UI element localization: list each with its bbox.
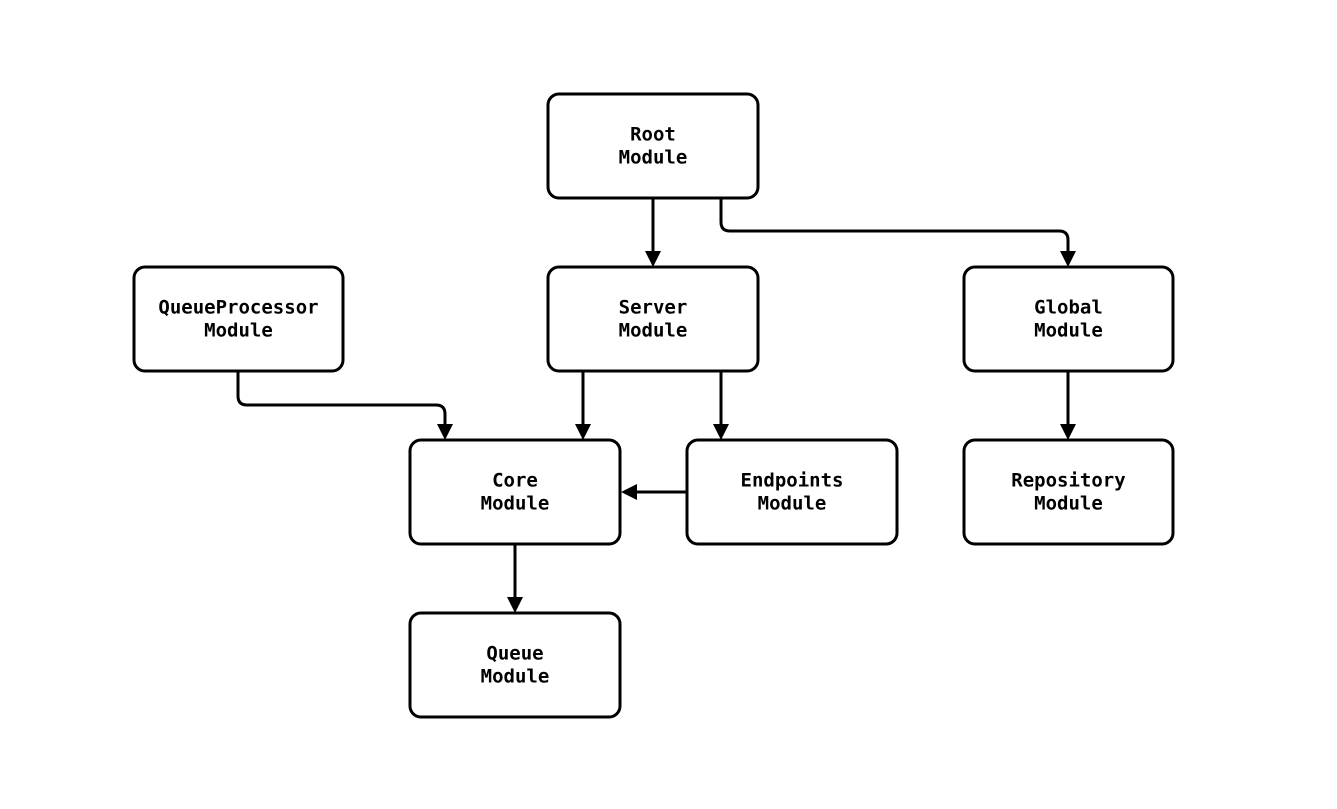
edge-server-to-core xyxy=(575,371,591,440)
node-label-line2: Module xyxy=(1034,493,1103,515)
node-box[interactable] xyxy=(408,438,622,546)
arrowhead-icon xyxy=(507,597,523,613)
node-label-line2: Module xyxy=(1034,320,1103,342)
arrowhead-icon xyxy=(575,424,591,440)
node-box[interactable] xyxy=(546,92,760,200)
node-label-line2: Module xyxy=(619,147,688,169)
nodes-layer: RootModuleQueueProcessorModuleServerModu… xyxy=(132,92,1175,719)
edge-root-to-global xyxy=(719,198,1076,267)
arrowhead-icon xyxy=(621,484,637,500)
node-label-line1: Endpoints xyxy=(741,470,844,492)
node-box[interactable] xyxy=(685,438,899,546)
edge-core-to-queue xyxy=(507,544,523,613)
node-label-line2: Module xyxy=(204,320,273,342)
node-label-line1: Root xyxy=(630,124,676,146)
node-label-line1: Server xyxy=(619,297,688,319)
node-label-line2: Module xyxy=(619,320,688,342)
edges-layer xyxy=(236,198,1076,613)
arrowhead-icon xyxy=(1060,251,1076,267)
node-box[interactable] xyxy=(546,265,760,373)
node-label-line2: Module xyxy=(481,666,550,688)
edge-root-to-server xyxy=(645,198,661,267)
edge-line xyxy=(719,198,1070,252)
node-label-line1: QueueProcessor xyxy=(158,297,318,319)
node-label-line2: Module xyxy=(481,493,550,515)
node-box[interactable] xyxy=(962,438,1175,546)
arrowhead-icon xyxy=(713,424,729,440)
edge-line xyxy=(236,371,447,425)
edge-endpoints-to-core xyxy=(621,484,687,500)
node-label-line1: Core xyxy=(492,470,538,492)
arrowhead-icon xyxy=(1060,424,1076,440)
edge-server-to-endpoints xyxy=(713,371,729,440)
node-box[interactable] xyxy=(962,265,1175,373)
edge-queueprocessor-to-core xyxy=(236,371,453,440)
node-label-line1: Queue xyxy=(486,643,543,665)
arrowhead-icon xyxy=(437,424,453,440)
node-label-line1: Repository xyxy=(1011,470,1125,492)
node-label-line1: Global xyxy=(1034,297,1103,319)
node-box[interactable] xyxy=(132,265,345,373)
node-label-line2: Module xyxy=(758,493,827,515)
arrowhead-icon xyxy=(645,251,661,267)
node-box[interactable] xyxy=(408,611,622,719)
edge-global-to-repository xyxy=(1060,371,1076,440)
